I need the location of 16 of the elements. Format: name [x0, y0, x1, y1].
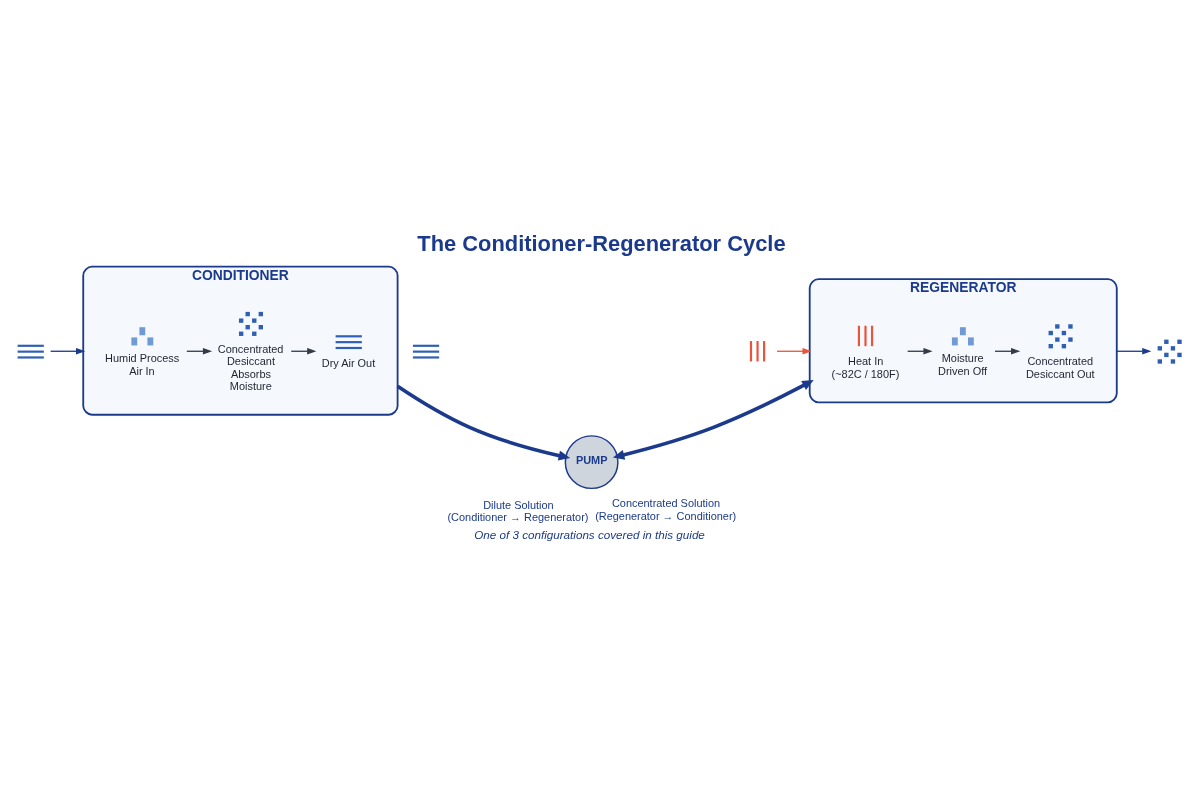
arrow	[49, 347, 86, 354]
node-text: Concentrated Desiccant Absorbs Moisture	[217, 342, 284, 392]
node-circle: PUMP	[564, 434, 619, 489]
node-label: Moisture Driven Off	[938, 351, 988, 377]
caption: One of 3 configurations covered in this guide	[474, 527, 705, 541]
node-label: Dry Air Out	[321, 356, 376, 369]
arrow	[776, 347, 812, 354]
arrow	[612, 379, 814, 460]
arrow	[396, 384, 571, 460]
node-text: Concentrated Desiccant Out	[1025, 354, 1095, 380]
edge-label: Concentrated Solution (Regenerator → Conditioner)	[595, 496, 737, 522]
node-label: Heat In (~82C / 180F)	[831, 354, 900, 380]
arrow	[1116, 347, 1152, 354]
edge-label: Dilute Solution (Conditioner → Regenerator)	[447, 498, 589, 523]
diagram-title: The Conditioner-Regenerator Cycle	[417, 230, 786, 256]
node-label: Humid Process Air In	[105, 351, 180, 377]
